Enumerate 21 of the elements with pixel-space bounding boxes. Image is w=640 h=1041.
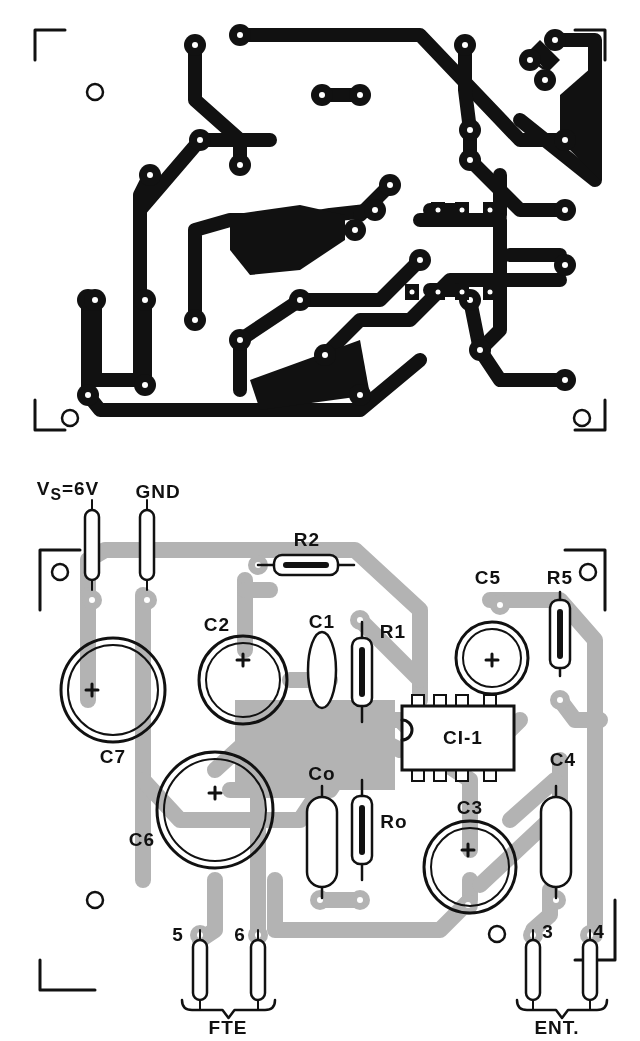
component-label: C7 — [99, 747, 127, 767]
component-label: Co — [308, 764, 336, 784]
component-label: Ro — [380, 812, 408, 832]
component-label: R5 — [546, 568, 574, 588]
pin-number: 5 — [172, 925, 184, 945]
pin-number: 3 — [542, 922, 554, 942]
component-label: C4 — [549, 750, 577, 770]
component-label: R1 — [379, 622, 407, 642]
connector-label: ENT. — [534, 1018, 580, 1038]
supply-label: V$_{S}$=6V — [36, 479, 100, 505]
ground-label: GND — [135, 482, 181, 502]
pin-number: 6 — [234, 925, 246, 945]
ic-label: CI-1 — [443, 728, 483, 748]
component-label: C1 — [308, 612, 336, 632]
component-label: C6 — [128, 830, 156, 850]
component-label: R2 — [293, 530, 321, 550]
pin-number: 4 — [593, 922, 605, 942]
component-label: C5 — [474, 568, 502, 588]
connector-label: FTE — [208, 1018, 248, 1038]
component-label: C3 — [456, 798, 484, 818]
component-label: C2 — [203, 615, 231, 635]
